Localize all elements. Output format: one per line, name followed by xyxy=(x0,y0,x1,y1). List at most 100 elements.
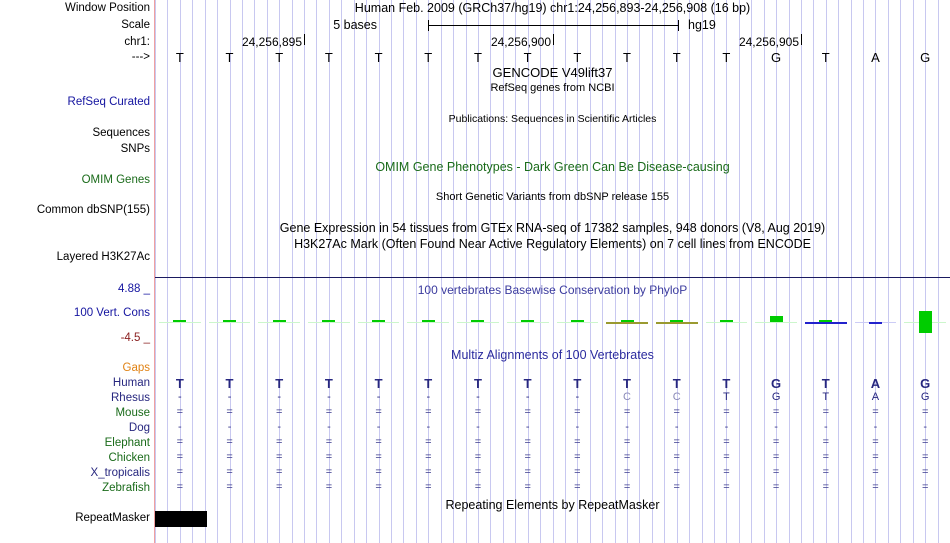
label-species-x-tropicalis[interactable]: X_tropicalis xyxy=(90,467,150,479)
label-repeatmasker[interactable]: RepeatMasker xyxy=(75,512,150,524)
alignment-base-rhesus: - xyxy=(227,391,232,403)
scale-bar-right-cap xyxy=(678,20,679,31)
alignment-base-chicken: = xyxy=(375,451,382,463)
alignment-base-zebrafish: = xyxy=(872,481,879,493)
label-species-rhesus[interactable]: Rhesus xyxy=(111,392,150,404)
conservation-bar xyxy=(173,320,186,322)
sequence-base: T xyxy=(225,50,234,65)
alignment-base-rhesus: C xyxy=(623,391,631,403)
label-omim-genes[interactable]: OMIM Genes xyxy=(81,174,150,186)
label-strand-arrow: ---> xyxy=(131,51,150,63)
alignment-base-human: T xyxy=(424,376,433,391)
label-cons-title[interactable]: 100 Vert. Cons xyxy=(73,307,150,319)
label-panel-divider xyxy=(154,0,155,543)
alignment-base-human: T xyxy=(175,376,184,391)
sequence-base: T xyxy=(821,50,830,65)
alignment-base-elephant: = xyxy=(673,436,680,448)
label-species-chicken[interactable]: Chicken xyxy=(108,452,150,464)
alignment-base-dog: - xyxy=(178,421,182,433)
alignment-base-mouse: = xyxy=(524,406,531,418)
track-title-phylop: 100 vertebrates Basewise Conservation by… xyxy=(417,283,688,297)
track-title-repeatmasker: Repeating Elements by RepeatMasker xyxy=(445,498,660,512)
ruler-tick xyxy=(304,34,305,45)
label-chrom[interactable]: chr1: xyxy=(124,36,150,48)
alignment-base-zebrafish: = xyxy=(822,481,829,493)
label-layered-h3k27ac[interactable]: Layered H3K27Ac xyxy=(56,251,150,263)
ruler-tick xyxy=(553,34,554,45)
alignment-base-human: T xyxy=(623,376,631,391)
label-snps[interactable]: SNPs xyxy=(120,143,150,155)
label-species-zebrafish[interactable]: Zebrafish xyxy=(102,482,150,494)
alignment-base-zebrafish: = xyxy=(325,481,333,493)
alignment-base-dog: - xyxy=(227,421,232,433)
alignment-base-chicken: = xyxy=(623,451,631,463)
alignment-base-human: T xyxy=(523,376,532,391)
label-species-human[interactable]: Human xyxy=(112,377,150,389)
alignment-base-rhesus: A xyxy=(871,391,880,403)
label-sequences[interactable]: Sequences xyxy=(92,127,150,139)
ruler-tick xyxy=(801,34,802,45)
alignment-base-rhesus: G xyxy=(920,391,930,403)
ruler-coordinate-label: 24,256,905 xyxy=(738,35,799,49)
alignment-base-mouse: = xyxy=(921,406,929,418)
alignment-base-mouse: = xyxy=(772,406,780,418)
alignment-base-zebrafish: = xyxy=(921,481,929,493)
alignment-base-dog: - xyxy=(426,421,431,433)
label-window-position[interactable]: Window Position xyxy=(64,2,150,14)
alignment-base-elephant: = xyxy=(623,436,631,448)
label-refseq-curated[interactable]: RefSeq Curated xyxy=(67,96,150,108)
alignment-base-elephant: = xyxy=(822,436,829,448)
track-title-omim: OMIM Gene Phenotypes - Dark Green Can Be… xyxy=(375,160,730,174)
alignment-base-human: T xyxy=(473,376,482,391)
scale-bar-left-cap xyxy=(428,20,429,31)
alignment-base-x_tropicalis: = xyxy=(474,466,482,478)
assembly-position-header: Human Feb. 2009 (GRCh37/hg19) chr1:24,25… xyxy=(354,1,751,15)
scale-bar-line xyxy=(428,25,678,26)
alignment-base-mouse: = xyxy=(872,406,879,418)
alignment-base-x_tropicalis: = xyxy=(176,466,184,478)
alignment-base-chicken: = xyxy=(226,451,233,463)
alignment-base-human: T xyxy=(225,376,234,391)
alignment-base-mouse: = xyxy=(375,406,382,418)
conservation-bar xyxy=(521,320,534,322)
conservation-baseline-segment xyxy=(357,322,400,323)
alignment-base-zebrafish: = xyxy=(524,481,531,493)
alignment-base-chicken: = xyxy=(276,451,283,463)
repeatmasker-block[interactable] xyxy=(155,511,207,527)
alignment-base-rhesus: - xyxy=(476,391,480,403)
conservation-bar xyxy=(372,320,385,322)
track-label-column: Window Position Scale chr1: ---> RefSeq … xyxy=(0,0,154,543)
alignment-base-x_tropicalis: = xyxy=(226,466,233,478)
alignment-base-x_tropicalis: = xyxy=(524,466,531,478)
label-cons-max: 4.88 _ xyxy=(118,283,150,295)
alignment-base-human: T xyxy=(821,376,830,391)
alignment-base-dog: - xyxy=(476,421,480,433)
sequence-base: T xyxy=(523,50,532,65)
label-species-elephant[interactable]: Elephant xyxy=(104,437,150,449)
alignment-base-rhesus: - xyxy=(426,391,431,403)
label-common-dbsnp[interactable]: Common dbSNP(155) xyxy=(36,204,150,216)
alignment-base-elephant: = xyxy=(772,436,780,448)
alignment-base-dog: - xyxy=(525,421,530,433)
label-gaps[interactable]: Gaps xyxy=(122,362,151,374)
alignment-base-chicken: = xyxy=(723,451,730,463)
label-scale[interactable]: Scale xyxy=(121,19,150,31)
label-species-dog[interactable]: Dog xyxy=(128,422,150,434)
label-species-mouse[interactable]: Mouse xyxy=(115,407,150,419)
alignment-base-elephant: = xyxy=(723,436,730,448)
alignment-base-mouse: = xyxy=(474,406,482,418)
alignment-base-zebrafish: = xyxy=(574,481,581,493)
alignment-base-human: G xyxy=(920,376,931,391)
alignment-base-rhesus: - xyxy=(178,391,182,403)
alignment-base-dog: - xyxy=(674,421,679,433)
alignment-base-chicken: = xyxy=(673,451,680,463)
conservation-bar xyxy=(670,320,683,322)
alignment-base-rhesus: - xyxy=(525,391,530,403)
alignment-base-human: T xyxy=(722,376,731,391)
alignment-base-elephant: = xyxy=(276,436,283,448)
label-cons-min: -4.5 _ xyxy=(120,332,150,344)
conservation-top-border xyxy=(155,277,950,278)
alignment-base-human: T xyxy=(573,376,582,391)
conservation-bar xyxy=(322,320,335,322)
